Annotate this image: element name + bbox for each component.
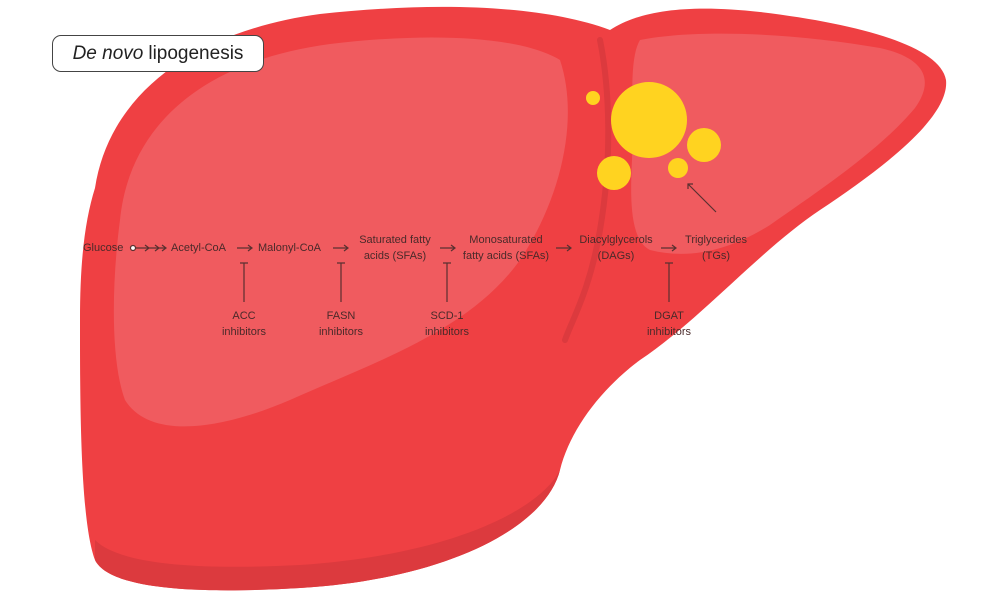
inhibitor-line-fasn: [337, 262, 345, 302]
inhibitor-line-scd1: [443, 262, 451, 302]
label-tgs: Triglycerides (TGs): [685, 234, 747, 262]
inhibitor-line-dgat: [665, 262, 673, 302]
fat-droplet-large: [611, 82, 687, 158]
label-scd1-inhibitors: SCD-1 inhibitors: [424, 310, 470, 338]
title-rest: lipogenesis: [148, 42, 244, 64]
fat-droplets: [586, 82, 721, 190]
arrow-malonyl-sfa: [333, 244, 349, 252]
pathway-start-dot: [129, 244, 137, 252]
label-fasn-inhibitors: FASN inhibitors: [318, 310, 364, 338]
label-dgat-inhibitors: DGAT inhibitors: [646, 310, 692, 338]
liver-shadow: [95, 470, 560, 591]
liver-fissure: [562, 37, 612, 343]
arrow-tg-droplet: [687, 183, 717, 213]
title-italic: De novo: [72, 42, 144, 64]
fat-droplet-medium-right: [687, 128, 721, 162]
arrow-acetyl-malonyl: [237, 244, 253, 252]
liver-left-lobe-highlight: [113, 37, 568, 427]
arrow-glucose-acetyl: [136, 244, 167, 252]
inhibitor-line-acc: [240, 262, 248, 302]
label-sfas: Saturated fatty acids (SFAs): [359, 234, 431, 262]
pathway-arrows: [129, 183, 717, 252]
label-mufas: Monosaturated fatty acids (SFAs): [462, 234, 550, 262]
label-malonyl-coa: Malonyl-CoA: [258, 242, 321, 254]
fat-droplet-small: [668, 158, 688, 178]
liver-right-lobe-highlight: [631, 33, 925, 254]
title-box: De novo lipogenesis: [52, 35, 264, 72]
arrow-sfa-mufa: [440, 244, 456, 252]
label-dags: Diacylglycerols (DAGs): [579, 234, 653, 262]
inhibitor-lines: [240, 262, 673, 302]
label-glucose: Glucose: [83, 242, 124, 254]
fat-droplet-medium-left: [597, 156, 631, 190]
label-acetyl-coa: Acetyl-CoA: [171, 242, 227, 254]
arrow-mufa-dag: [556, 244, 572, 252]
arrow-dag-tg: [661, 244, 677, 252]
fat-droplet-tiny: [586, 91, 600, 105]
label-acc-inhibitors: ACC inhibitors: [221, 310, 267, 338]
